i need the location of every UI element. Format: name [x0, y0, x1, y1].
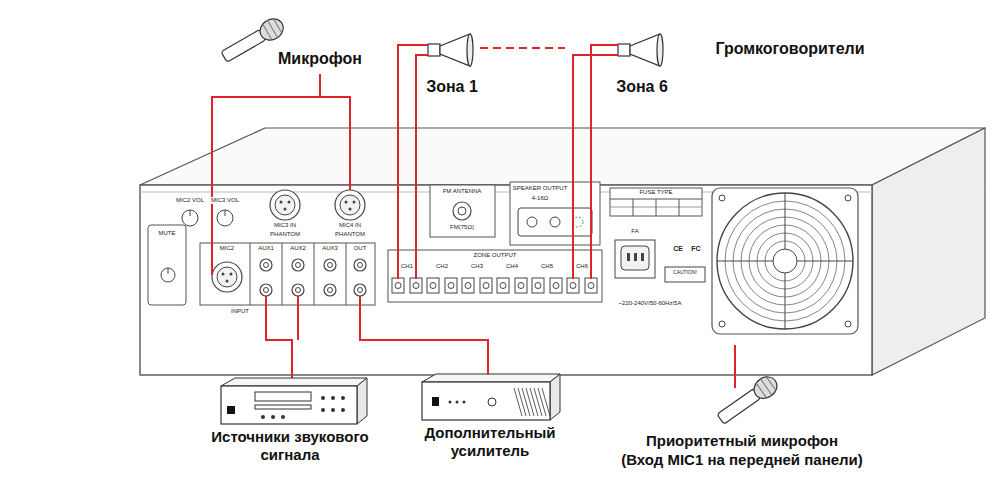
- panel-label: 4-16Ω: [531, 195, 550, 202]
- panel-label: FUSE TYPE: [638, 189, 673, 196]
- panel-label: PHANTOM: [334, 231, 366, 238]
- panel-label: AUX1: [257, 245, 275, 252]
- panel-label: FM ANTENNA: [442, 188, 483, 195]
- panel-label: FC: [690, 245, 701, 253]
- panel-label: MIC3 IN: [273, 222, 297, 229]
- panel-label: CH4: [505, 263, 519, 270]
- panel-label: PHANTOM: [269, 231, 301, 238]
- panel-label: MIC3 VOL: [210, 197, 240, 204]
- panel-label: CH5: [540, 263, 554, 270]
- panel-label: AUX2: [289, 245, 307, 252]
- heading-label: Громкоговорители: [715, 40, 864, 58]
- caption-label: (Вход MIC1 на передней панели): [621, 451, 863, 468]
- device-drawing: [205, 376, 375, 428]
- zone-label: Зона 1: [426, 78, 478, 96]
- device-icon: [410, 372, 570, 424]
- panel-label: CH6: [575, 263, 589, 270]
- panel-label: OUT: [353, 245, 368, 252]
- panel-label: CH1: [400, 263, 414, 270]
- panel-label: ~220-240V/50-60Hz/5A: [618, 300, 683, 307]
- panel-label: FA: [630, 228, 639, 235]
- caption-label: Приоритетный микрофон: [646, 432, 838, 449]
- panel-label: CAUTION!: [672, 270, 698, 276]
- panel-label: AUX3: [321, 245, 339, 252]
- source-device: Источники звукового сигнала: [200, 376, 380, 464]
- device-caption: Источники звукового сигнала: [200, 428, 380, 464]
- panel-label: SPEAKER OUTPUT: [512, 185, 569, 192]
- panel-label: MIC4 IN: [338, 222, 362, 229]
- amplifier-device: Дополнительный усилитель: [410, 372, 570, 460]
- panel-label: ZONE OUTPUT: [473, 252, 518, 259]
- panel-label: CE: [672, 245, 684, 253]
- panel-label: CH3: [470, 263, 484, 270]
- panel-label: FM(75Ω): [449, 224, 475, 231]
- panel-label: CH2: [435, 263, 449, 270]
- panel-label: MIC2: [219, 245, 235, 252]
- device-drawing: [410, 372, 570, 424]
- device-icon: [200, 376, 380, 428]
- panel-label: MUTE: [158, 230, 177, 237]
- zone-label: Зона 6: [616, 78, 668, 96]
- panel-label: INPUT: [230, 308, 250, 315]
- device-caption: Дополнительный усилитель: [410, 424, 570, 460]
- heading-label: Микрофон: [278, 50, 362, 68]
- panel-label: MIC2 VOL: [175, 197, 205, 204]
